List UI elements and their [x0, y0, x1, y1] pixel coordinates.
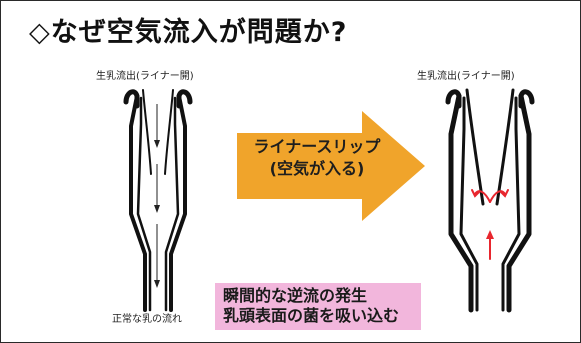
backflow-arrows — [471, 189, 509, 260]
liner-shell-right-wall — [495, 88, 535, 313]
liner-slip-arrow — [237, 111, 425, 221]
liner-slip-label-line1: ライナースリップ — [253, 137, 381, 156]
callout-line2: 乳頭表面の菌を吸い込む — [223, 306, 400, 325]
liner-shell-left-wall — [123, 89, 152, 312]
left-top-label: 生乳流出(ライナー開) — [96, 71, 194, 82]
normal-liner-diagram — [123, 89, 193, 312]
slide-title: ◇なぜ空気流入が問題か? — [29, 17, 348, 48]
right-top-label: 生乳流出(ライナー開) — [417, 71, 515, 82]
backflow-callout: 瞬間的な逆流の発生 乳頭表面の菌を吸い込む — [215, 283, 421, 330]
left-bottom-label: 正常な乳の流れ — [112, 314, 182, 325]
liner-slip-label-line2: (空気が入る) — [269, 159, 365, 178]
callout-line1: 瞬間的な逆流の発生 — [223, 286, 368, 305]
liner-shell-right-wall — [164, 89, 193, 312]
milk-flow-arrows — [154, 104, 160, 288]
backflow-liner-diagram — [445, 88, 535, 313]
liner-shell-left-wall — [445, 88, 485, 313]
liner-slip-label: ライナースリップ (空気が入る) — [237, 136, 397, 180]
